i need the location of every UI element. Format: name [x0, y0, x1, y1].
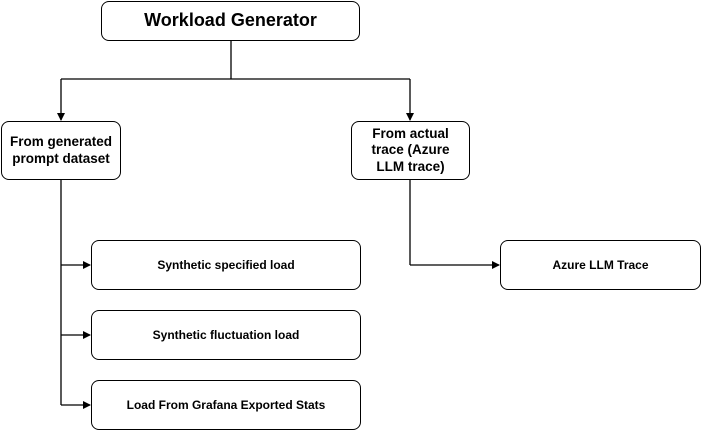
- generated-prompt-dataset-node: From generated prompt dataset: [1, 121, 121, 180]
- synthetic-specified-load-label: Synthetic specified load: [157, 257, 295, 272]
- azure-llm-trace-label: Azure LLM Trace: [552, 257, 649, 272]
- synthetic-fluctuation-load-label: Synthetic fluctuation load: [152, 327, 300, 342]
- synthetic-specified-load-node: Synthetic specified load: [91, 240, 361, 290]
- grafana-exported-stats-node: Load From Grafana Exported Stats: [91, 380, 361, 430]
- grafana-exported-stats-label: Load From Grafana Exported Stats: [126, 397, 326, 412]
- azure-llm-trace-node: Azure LLM Trace: [500, 240, 701, 290]
- actual-trace-node: From actual trace (Azure LLM trace): [351, 121, 470, 180]
- workload-generator-label: Workload Generator: [144, 10, 317, 31]
- actual-trace-label: From actual trace (Azure LLM trace): [371, 125, 450, 174]
- generated-prompt-dataset-label: From generated prompt dataset: [9, 134, 113, 166]
- synthetic-fluctuation-load-node: Synthetic fluctuation load: [91, 310, 361, 360]
- workload-generator-node: Workload Generator: [101, 1, 360, 41]
